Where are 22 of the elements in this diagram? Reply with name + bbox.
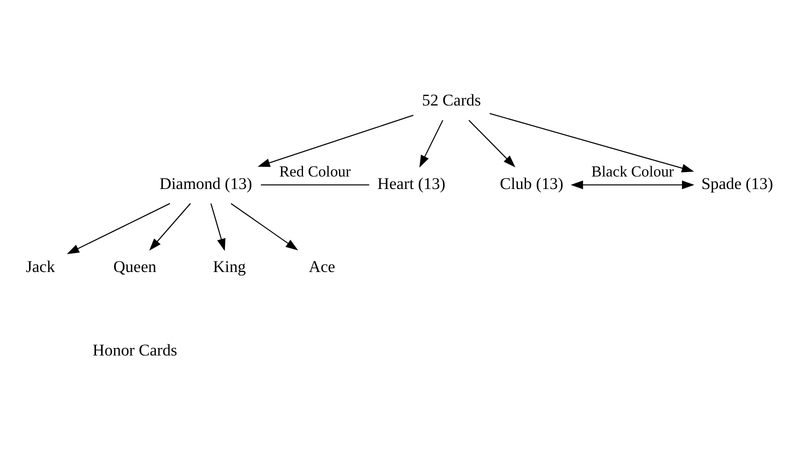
node-text: Queen [113, 257, 156, 276]
node-text: Spade (13) [701, 174, 774, 193]
arrow [258, 114, 414, 167]
connector [260, 184, 370, 186]
node-text: Diamond (13) [159, 174, 252, 193]
node-text: Club (13) [500, 174, 564, 193]
label: Honor Cards [92, 340, 178, 360]
node-text: Ace [308, 257, 336, 276]
arrow [230, 203, 298, 250]
arrow [468, 120, 516, 168]
arrow [419, 120, 444, 168]
edge-label: Red Colour [279, 164, 351, 181]
arrow [210, 203, 226, 252]
node-text: 52 Cards [422, 90, 481, 110]
node-text: King [213, 257, 246, 276]
node-text: Heart (13) [377, 174, 446, 193]
arrow [149, 203, 191, 251]
edge-label: Black Colour [591, 164, 674, 181]
arrow [66, 203, 170, 254]
arrow [570, 180, 694, 190]
arrow [490, 113, 694, 172]
node-text: Jack [26, 257, 55, 276]
